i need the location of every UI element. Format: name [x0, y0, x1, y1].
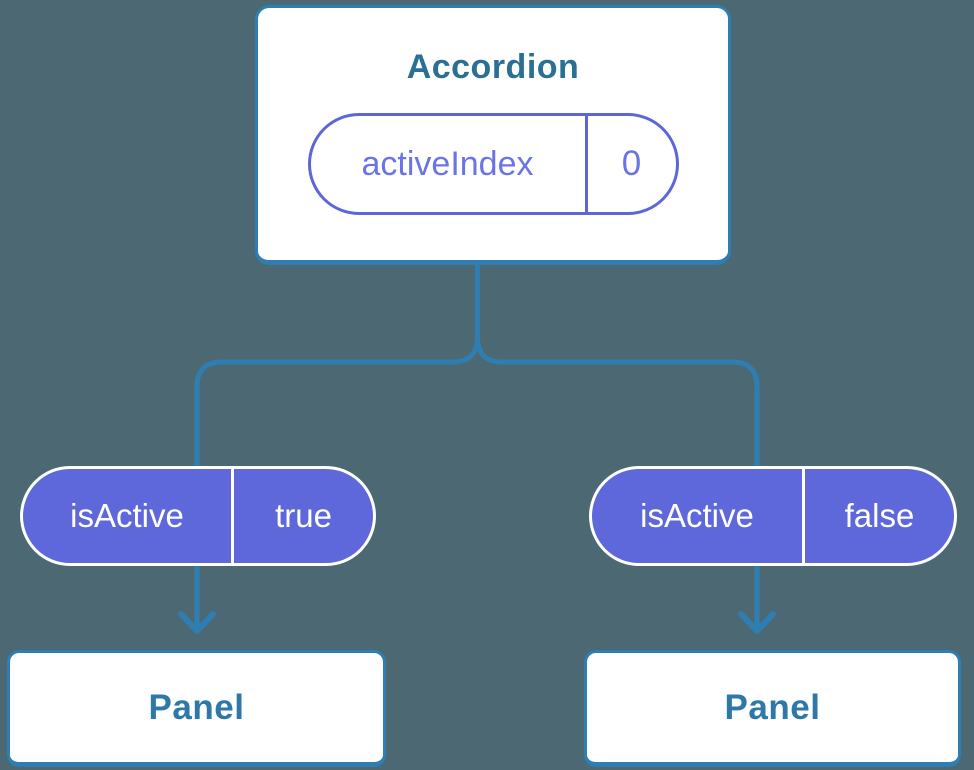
accordion-card: Accordion activeIndex 0 [255, 5, 731, 265]
prop-pill-isactive-true: isActive true [20, 466, 376, 566]
prop-pill-name: isActive [592, 469, 805, 563]
connector-left-branch [194, 336, 480, 628]
arrow-down-icon [738, 611, 776, 634]
prop-pill-value: false [844, 497, 915, 534]
state-pill-value: 0 [621, 144, 642, 183]
prop-pill-isactive-false: isActive false [589, 466, 957, 566]
state-pill: activeIndex 0 [307, 113, 679, 215]
prop-pill-value: true [275, 497, 332, 534]
panel-card-left: Panel [7, 650, 386, 767]
state-pill-name: activeIndex [311, 116, 588, 212]
panel-card-right: Panel [584, 650, 961, 767]
arrow-down-icon [178, 611, 216, 634]
accordion-title: Accordion [406, 48, 580, 86]
panel-title: Panel [148, 687, 245, 727]
panel-title: Panel [724, 687, 821, 727]
prop-pill-name: isActive [23, 469, 234, 563]
connector-right-branch [475, 336, 760, 628]
